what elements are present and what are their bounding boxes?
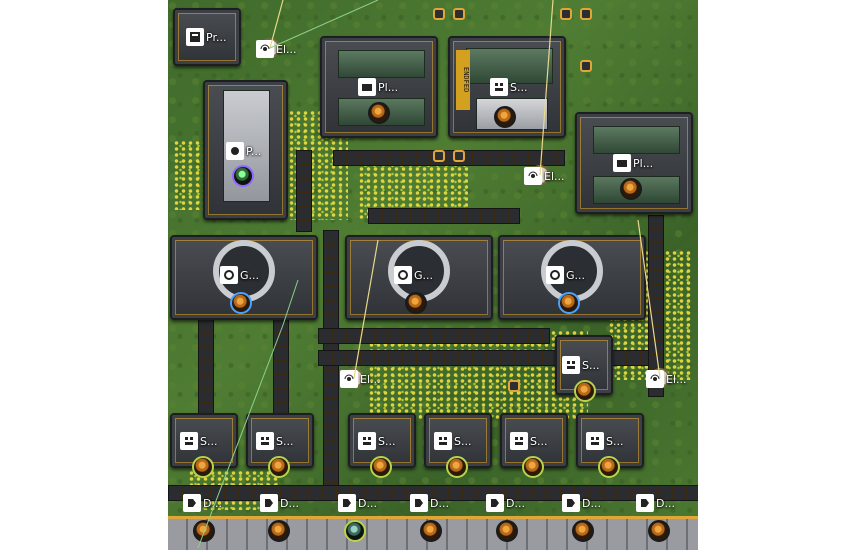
belt-junction[interactable] — [580, 60, 592, 72]
building-icon — [226, 142, 244, 160]
building-label: S... — [180, 432, 217, 450]
building-label: D... — [486, 494, 525, 512]
building-icon — [358, 78, 376, 96]
building-label: S... — [358, 432, 395, 450]
item-slot[interactable] — [496, 520, 518, 542]
building-label: P... — [226, 142, 261, 160]
belt-junction[interactable] — [453, 8, 465, 20]
building-label: S... — [434, 432, 471, 450]
antenna-icon — [524, 167, 542, 185]
machine-sign: ENDFED — [456, 50, 470, 110]
building-icon — [338, 494, 356, 512]
conveyor-belt[interactable] — [198, 318, 214, 420]
building-icon — [186, 28, 204, 46]
building-icon — [510, 432, 528, 450]
building-icon — [490, 78, 508, 96]
item-slot[interactable] — [344, 520, 366, 542]
item-slot[interactable] — [648, 520, 670, 542]
building-label: S... — [586, 432, 623, 450]
gear-item-icon — [394, 266, 412, 284]
machine-window — [466, 48, 553, 84]
building-label: D... — [410, 494, 449, 512]
building-pr[interactable] — [173, 8, 241, 66]
item-slot[interactable] — [405, 292, 427, 314]
building-label: Pl... — [358, 78, 398, 96]
belt-junction[interactable] — [433, 8, 445, 20]
building-label: D... — [183, 494, 222, 512]
building-icon — [260, 494, 278, 512]
machine-window — [338, 50, 425, 78]
conveyor-belt[interactable] — [368, 208, 520, 224]
building-icon — [256, 432, 274, 450]
belt-junction[interactable] — [580, 8, 592, 20]
building-label: G... — [394, 266, 433, 284]
belt-junction[interactable] — [453, 150, 465, 162]
building-label: S... — [490, 78, 527, 96]
building-label: Pl... — [613, 154, 653, 172]
item-slot[interactable] — [494, 106, 516, 128]
conveyor-belt[interactable] — [273, 318, 289, 420]
item-slot[interactable] — [192, 456, 214, 478]
pole-label: El... — [646, 370, 687, 388]
gear-item-icon — [546, 266, 564, 284]
pole-label: El... — [256, 40, 297, 58]
building-icon — [586, 432, 604, 450]
conveyor-belt[interactable] — [318, 328, 550, 344]
building-icon — [180, 432, 198, 450]
item-slot[interactable] — [268, 456, 290, 478]
building-label: G... — [220, 266, 259, 284]
building-icon — [183, 494, 201, 512]
game-viewport[interactable]: Pr... El... P... Pl... ENDFED S... Pl... — [168, 0, 698, 550]
building-label: S... — [562, 356, 599, 374]
item-slot[interactable] — [232, 165, 254, 187]
belt-junction[interactable] — [508, 380, 520, 392]
item-slot[interactable] — [230, 292, 252, 314]
conveyor-belt[interactable] — [333, 150, 565, 166]
item-slot[interactable] — [522, 456, 544, 478]
item-slot[interactable] — [574, 380, 596, 402]
item-slot[interactable] — [368, 102, 390, 124]
item-slot[interactable] — [370, 456, 392, 478]
building-label: D... — [260, 494, 299, 512]
building-icon — [562, 356, 580, 374]
building-label: S... — [510, 432, 547, 450]
building-label: D... — [338, 494, 377, 512]
building-label: D... — [636, 494, 675, 512]
item-slot[interactable] — [558, 292, 580, 314]
building-label: D... — [562, 494, 601, 512]
item-slot[interactable] — [620, 178, 642, 200]
building-icon — [486, 494, 504, 512]
pole-label: El... — [524, 167, 565, 185]
machine-window — [593, 126, 680, 154]
item-slot[interactable] — [193, 520, 215, 542]
building-icon — [358, 432, 376, 450]
item-slot[interactable] — [598, 456, 620, 478]
building-label: S... — [256, 432, 293, 450]
item-slot[interactable] — [446, 456, 468, 478]
item-slot[interactable] — [572, 520, 594, 542]
building-icon — [636, 494, 654, 512]
antenna-icon — [256, 40, 274, 58]
flower-patch — [368, 330, 588, 420]
conveyor-belt[interactable] — [296, 150, 312, 232]
gear-item-icon — [220, 266, 238, 284]
building-label: Pr... — [186, 28, 226, 46]
antenna-icon — [340, 370, 358, 388]
building-icon — [434, 432, 452, 450]
building-icon — [562, 494, 580, 512]
belt-junction[interactable] — [560, 8, 572, 20]
building-label: G... — [546, 266, 585, 284]
item-slot[interactable] — [268, 520, 290, 542]
building-icon — [613, 154, 631, 172]
item-slot[interactable] — [420, 520, 442, 542]
pole-label: El... — [340, 370, 381, 388]
antenna-icon — [646, 370, 664, 388]
building-icon — [410, 494, 428, 512]
belt-junction[interactable] — [433, 150, 445, 162]
